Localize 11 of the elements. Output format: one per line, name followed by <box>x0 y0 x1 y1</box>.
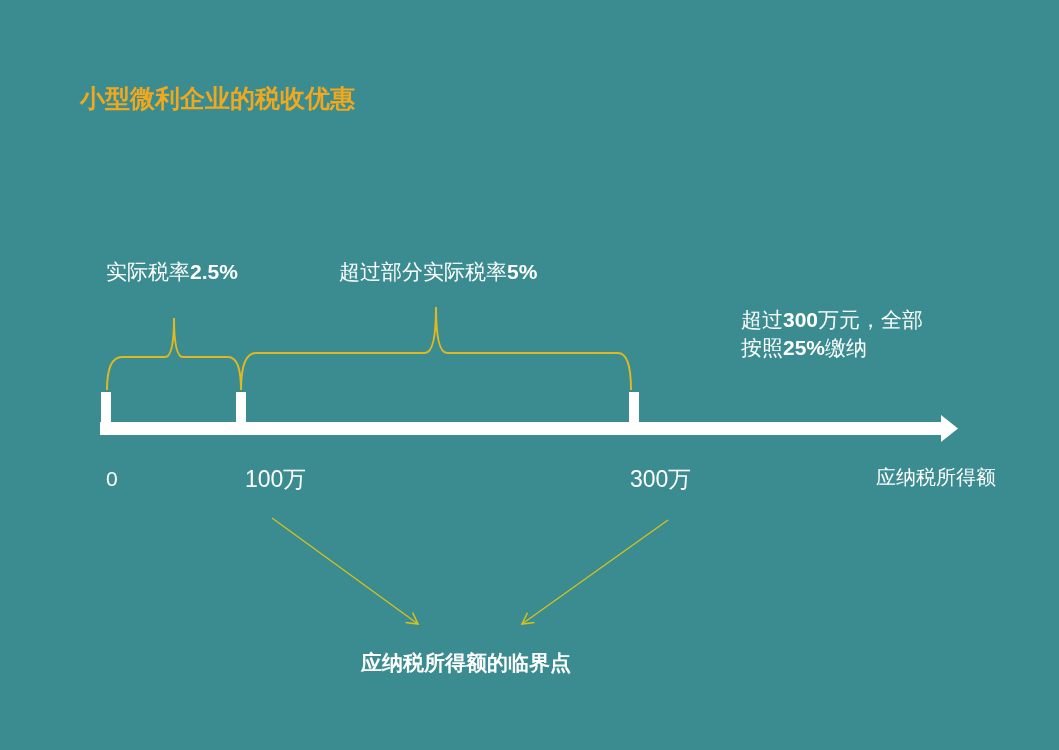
title: 小型微利企业的税收优惠 <box>80 83 355 113</box>
arrow <box>521 519 669 625</box>
value-label: 300万 <box>630 464 710 520</box>
caption-text: 应纳税所得额的临界点 <box>340 624 592 678</box>
axis-title: 应纳税所得额 <box>876 465 996 490</box>
rate-label: 超过部分实际税率5% <box>339 259 538 285</box>
value-label: 100万 <box>245 464 325 518</box>
axis-value: 0 <box>106 466 118 492</box>
note-text: 超过300万元，全部按照25%缴纳 <box>741 307 925 361</box>
arrow <box>271 517 419 625</box>
rate-label: 实际税率2.5% <box>106 259 238 285</box>
